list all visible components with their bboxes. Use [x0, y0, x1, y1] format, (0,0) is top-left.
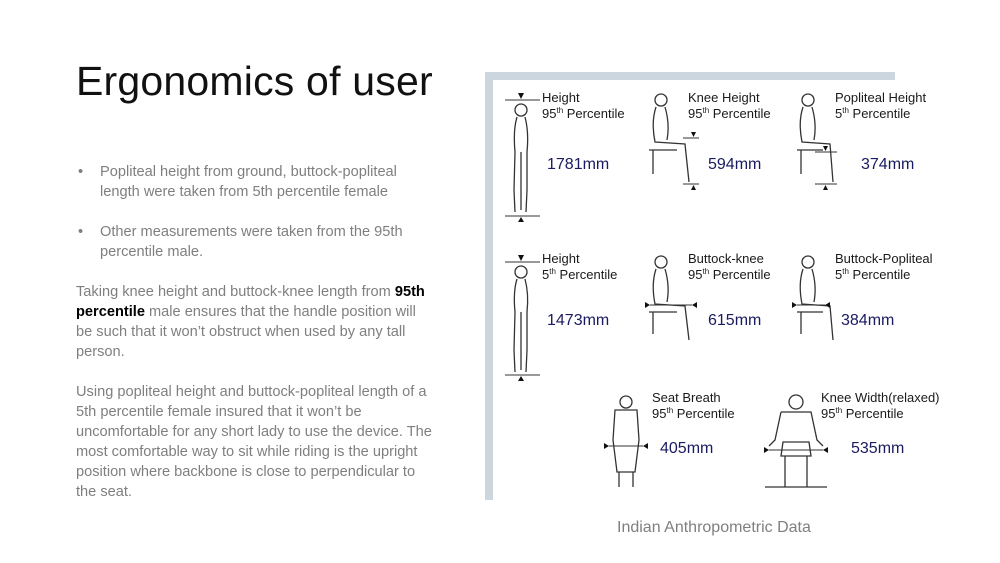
- measurement-name: Buttock-knee: [688, 251, 764, 266]
- measurement-value: 405mm: [660, 440, 713, 457]
- bullet-icon: •: [78, 164, 84, 180]
- seated-figure-icon: [797, 93, 837, 190]
- seat-breadth-figure-icon: [604, 395, 648, 487]
- paragraph-percentile: Taking knee height and buttock-knee leng…: [76, 284, 425, 360]
- slide-title: Ergonomics of user: [76, 58, 433, 104]
- measurement-value: 615mm: [708, 312, 761, 329]
- body-text: •Popliteal height from ground, buttock-p…: [76, 162, 436, 522]
- bullet-icon: •: [78, 224, 84, 240]
- measurement-value: 535mm: [851, 440, 904, 457]
- measurement-percentile: 95th Percentile: [652, 406, 735, 421]
- measurement-name: Height: [542, 90, 580, 105]
- seated-figure-icon: [792, 255, 834, 341]
- emphasis-95th: 95th percentile: [76, 284, 425, 320]
- measurement-percentile: 95th Percentile: [688, 267, 771, 282]
- bullet-list: •Popliteal height from ground, buttock-p…: [76, 162, 436, 262]
- measurement-percentile: 5th Percentile: [835, 267, 910, 282]
- measurement-name: Knee Width(relaxed): [821, 390, 940, 405]
- measurement-percentile: 5th Percentile: [542, 267, 617, 282]
- measurement-percentile: 5th Percentile: [835, 106, 910, 121]
- measurement-percentile: 95th Percentile: [821, 406, 904, 421]
- measurement-name: Knee Height: [688, 90, 760, 105]
- measurement-name: Height: [542, 251, 580, 266]
- anthropometric-figure: Height 95th Percentile 1781mm Knee Heigh…: [505, 90, 940, 488]
- seated-figure-icon: [645, 255, 697, 341]
- bullet-item: •Popliteal height from ground, buttock-p…: [78, 164, 397, 200]
- bullet-item: •Other measurements were taken from the …: [78, 224, 403, 260]
- measurement-percentile: 95th Percentile: [688, 106, 771, 121]
- measurement-name: Popliteal Height: [835, 90, 926, 105]
- measurement-value: 384mm: [841, 312, 894, 329]
- measurement-name: Seat Breath: [652, 390, 721, 405]
- measurement-value: 1781mm: [547, 156, 609, 173]
- standing-figure-icon: [505, 93, 540, 222]
- paragraph-popliteal: Using popliteal height and buttock-popli…: [76, 384, 432, 500]
- standing-figure-icon: [505, 255, 540, 381]
- knee-width-figure-icon: [764, 394, 828, 488]
- measurement-percentile: 95th Percentile: [542, 106, 625, 121]
- measurement-value: 1473mm: [547, 312, 609, 329]
- measurement-name: Buttock-Popliteal: [835, 251, 933, 266]
- figure-caption: Indian Anthropometric Data: [617, 519, 811, 536]
- measurement-value: 594mm: [708, 156, 761, 173]
- measurement-value: 374mm: [861, 156, 914, 173]
- seated-figure-icon: [649, 93, 699, 190]
